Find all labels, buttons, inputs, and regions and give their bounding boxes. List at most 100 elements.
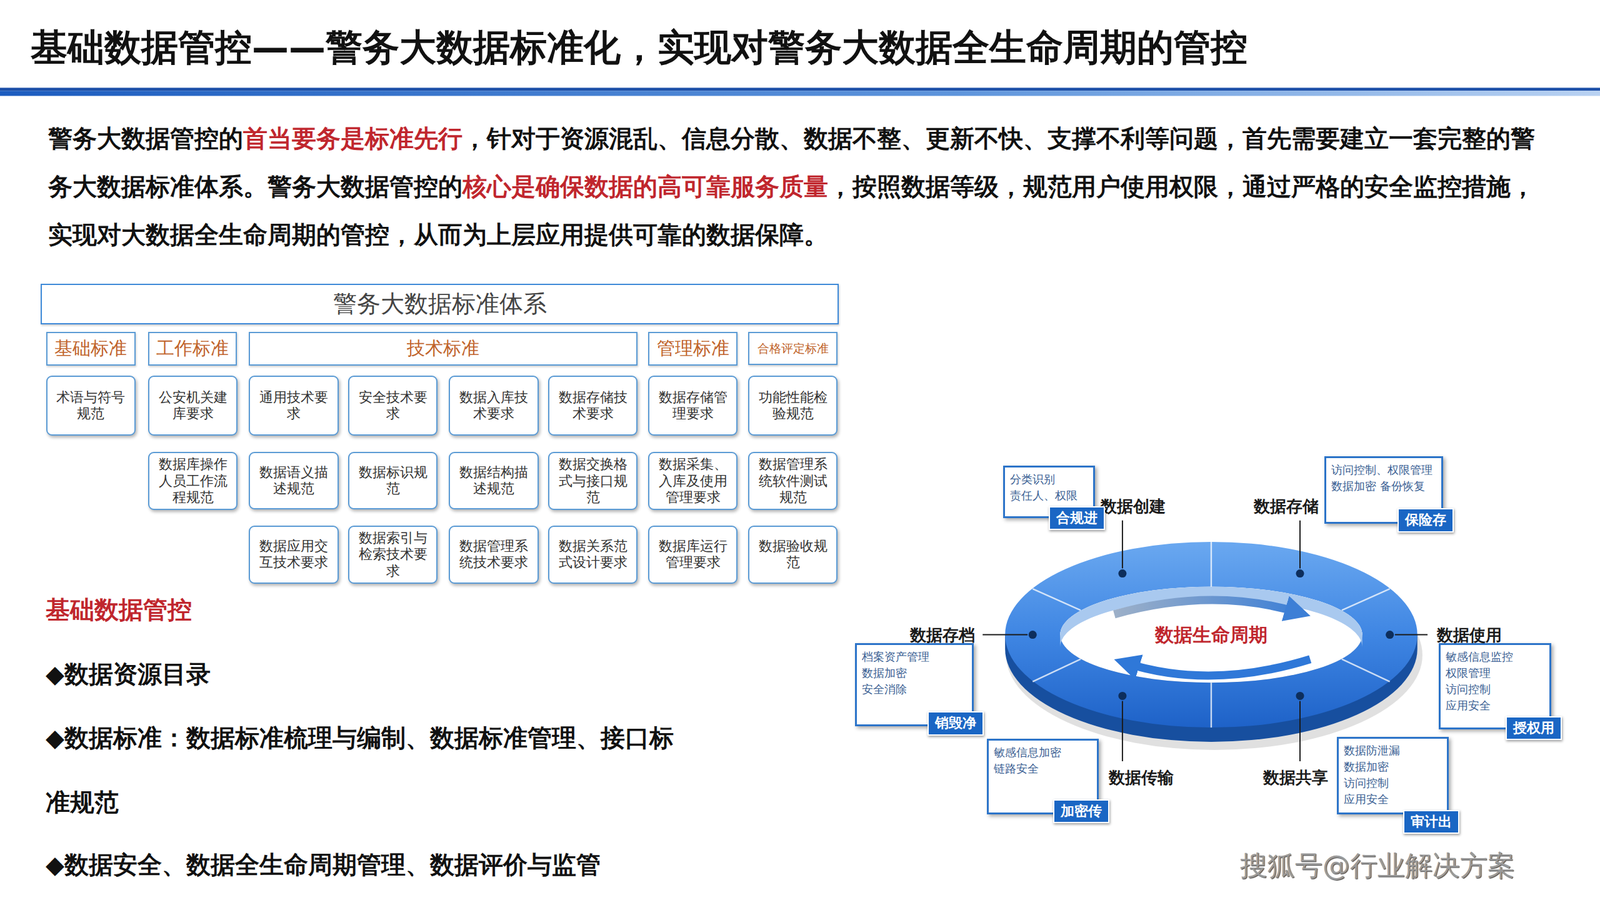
tag-label: 合规进 — [1056, 509, 1098, 528]
item-label: 数据入库技术要求 — [452, 389, 535, 423]
ring-hole — [1060, 586, 1362, 683]
item-label: 数据采集、入库及使用管理要求 — [651, 456, 735, 506]
item-label: 数据结构描述规范 — [452, 464, 535, 498]
item-label: 数据存储管理要求 — [651, 389, 735, 423]
stage-name: 数据存档 — [910, 625, 975, 645]
category-label: 合格评定标准 — [757, 340, 829, 357]
paragraph-text: 警务大数据管控的 — [48, 124, 244, 153]
item-label: 术语与符号规范 — [50, 389, 133, 423]
title-bar — [0, 90, 1600, 96]
standard-item-box: 数据结构描述规范 — [448, 451, 539, 509]
lifecycle-callout-box: 数据共享数据防泄漏 数据加密 访问控制 应用安全审计出 — [1336, 736, 1450, 815]
tag-label: 保险存 — [1405, 511, 1447, 530]
standard-item-box: 数据管理系统技术要求 — [448, 525, 539, 584]
leader-line — [1299, 520, 1301, 569]
lifecycle-callout-box: 数据创建分类识别 责任人、权限合规进 — [1003, 465, 1095, 519]
watermark: 搜狐号@行业解决方案 — [1240, 847, 1515, 884]
callout-text: 分类识别 责任人、权限 — [1010, 471, 1082, 504]
item-label: 数据存储技术要求 — [551, 389, 635, 423]
callout-text: 数据防泄漏 数据加密 访问控制 应用安全 — [1343, 742, 1404, 808]
tag-label: 授权用 — [1513, 719, 1555, 738]
item-label: 数据管理系统技术要求 — [452, 538, 535, 572]
lifecycle-tag: 保险存 — [1397, 508, 1454, 533]
standard-item-box: 数据存储管理要求 — [648, 375, 739, 436]
item-label: 数据库操作人员工作流程规范 — [151, 456, 235, 506]
standard-item-box: 数据交换格式与接口规范 — [548, 451, 639, 510]
stage-name: 数据传输 — [1108, 768, 1174, 788]
header-text: 警务大数据标准体系 — [333, 288, 547, 320]
ring-top — [1005, 541, 1418, 728]
callout-text: 敏感信息监控 权限管理 访问控制 应用安全 — [1445, 648, 1517, 714]
section-heading: 基础数据管控 — [45, 594, 192, 627]
item-label: 数据库运行管理要求 — [651, 538, 735, 572]
standard-item-box: 数据验收规范 — [748, 525, 839, 584]
stage-name: 数据创建 — [1100, 496, 1166, 517]
lifecycle-callout-box: 数据使用敏感信息监控 权限管理 访问控制 应用安全授权用 — [1438, 643, 1552, 730]
leader-line — [982, 634, 1028, 636]
standard-item-box: 安全技术要求 — [348, 375, 439, 436]
standard-item-box: 数据采集、入库及使用管理要求 — [648, 451, 739, 510]
bullet-item: ◆数据资源目录 — [45, 658, 211, 691]
highlight-text: 首当要务是标准先行 — [243, 124, 463, 153]
standard-category-box: 工作标准 — [148, 331, 237, 366]
item-label: 数据应用交互技术要求 — [252, 538, 335, 572]
item-label: 公安机关建库要求 — [151, 389, 235, 423]
item-label: 数据标识规范 — [351, 464, 435, 498]
leader-line — [1299, 701, 1301, 762]
standard-item-box: 公安机关建库要求 — [148, 375, 239, 436]
standard-category-box: 技术标准 — [248, 331, 638, 366]
standard-item-box: 术语与符号规范 — [46, 375, 137, 436]
ring-dividers — [1032, 541, 1390, 728]
item-label: 数据管理系统软件测试规范 — [751, 456, 835, 506]
item-label: 数据交换格式与接口规范 — [551, 456, 635, 506]
standard-system-header: 警务大数据标准体系 — [40, 283, 839, 325]
ring-dots — [1028, 569, 1394, 700]
item-label: 通用技术要求 — [252, 389, 335, 423]
item-label: 安全技术要求 — [351, 389, 435, 423]
standard-item-box: 数据标识规范 — [348, 451, 439, 509]
lifecycle-ring — [1005, 541, 1423, 750]
bullet-item: ◆数据安全、数据全生命周期管理、数据评价与监管 — [45, 849, 601, 882]
standard-category-box: 基础标准 — [46, 331, 137, 366]
item-label: 数据关系范式设计要求 — [551, 538, 635, 572]
cycle-arrow — [1114, 600, 1299, 615]
leader-lines — [982, 520, 1428, 762]
highlight-text: 核心是确保数据的高可靠服务质量 — [462, 172, 829, 201]
page-title: 基础数据管控——警务大数据标准化，实现对警务大数据全生命周期的管控 — [30, 27, 1248, 69]
cycle-arrow — [1126, 659, 1310, 676]
category-label: 工作标准 — [156, 336, 229, 362]
lifecycle-callout-box: 数据传输敏感信息加密 链路安全加密传 — [986, 738, 1100, 815]
stage-name: 数据存储 — [1253, 496, 1319, 517]
category-label: 管理标准 — [656, 336, 730, 362]
standard-item-box: 数据语义描述规范 — [248, 451, 339, 509]
tag-label: 审计出 — [1410, 813, 1452, 832]
lifecycle-tag: 授权用 — [1505, 716, 1562, 741]
standard-category-box: 管理标准 — [648, 331, 739, 366]
standard-item-box: 数据关系范式设计要求 — [548, 525, 639, 584]
lifecycle-tag: 审计出 — [1403, 810, 1460, 835]
lifecycle-tag: 销毁净 — [927, 711, 984, 736]
center-title: 数据生命周期 — [1155, 622, 1268, 649]
item-label: 功能性能检验规范 — [751, 389, 835, 423]
item-label: 数据索引与检索技术要求 — [351, 530, 435, 580]
leader-line — [1121, 701, 1124, 762]
standard-item-box: 功能性能检验规范 — [748, 375, 839, 436]
item-label: 数据验收规范 — [751, 538, 835, 572]
category-label: 基础标准 — [54, 336, 127, 362]
standard-item-box: 数据库运行管理要求 — [648, 525, 739, 584]
category-label: 技术标准 — [406, 336, 480, 362]
stage-name: 数据共享 — [1263, 768, 1329, 788]
tag-label: 加密传 — [1060, 802, 1102, 821]
standard-item-box: 数据管理系统软件测试规范 — [748, 451, 839, 510]
standard-item-box: 数据应用交互技术要求 — [248, 525, 339, 584]
standard-item-box: 数据索引与检索技术要求 — [348, 525, 439, 584]
standard-category-box: 合格评定标准 — [748, 331, 839, 366]
lifecycle-tag: 加密传 — [1053, 799, 1110, 824]
lifecycle-callout-box: 数据存储访问控制、权限管理 数据加密 备份恢复保险存 — [1324, 456, 1444, 524]
callout-text: 敏感信息加密 链路安全 — [993, 744, 1065, 777]
standard-item-box: 数据存储技术要求 — [548, 375, 639, 436]
intro-paragraph: 警务大数据管控的首当要务是标准先行，针对于资源混乱、信息分散、数据不整、更新不快… — [48, 114, 1549, 259]
leader-line — [1395, 634, 1428, 636]
standard-item-box: 数据入库技术要求 — [448, 375, 539, 436]
